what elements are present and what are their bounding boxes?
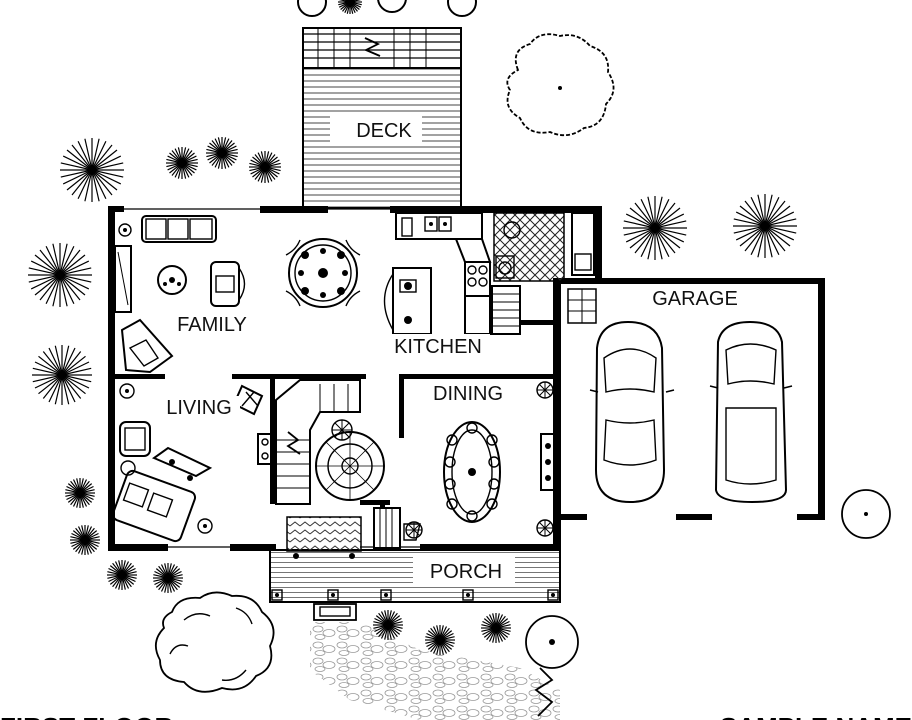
family-coffee-table [157,265,187,295]
shrub-icon [28,243,92,307]
shrub-icon [338,0,362,14]
shrub-icon [481,613,511,643]
entry-mat [286,516,362,559]
foyer-bench [373,507,421,549]
car-right [709,320,793,504]
shrub-icon [206,137,238,169]
deck: DECK [302,27,462,209]
shrub-icon [70,525,100,555]
deck-stairs [303,28,461,68]
kitchen-island [383,267,432,335]
room-label-family: FAMILY [177,314,247,336]
dining-buffet [540,433,556,491]
shrub-icon [60,138,124,202]
laundry-room [493,212,595,282]
room-label-living: LIVING [166,397,232,419]
stone-walkway [310,622,560,720]
porch: PORCH [269,549,561,621]
tree-bottom-left [154,591,275,693]
dining-table [443,421,501,523]
floor-caption: FIRST FLOOR [0,712,174,720]
room-label-deck: DECK [356,120,412,142]
tree-top-right [506,33,615,137]
shrub-icon [107,560,137,590]
sample-name-caption: SAMPLE NAME [720,712,912,720]
family-recliner [120,318,174,374]
car-left [589,320,675,504]
garage-entry-stairs [567,288,597,324]
family-fireplace [114,223,132,313]
shrub-icon [166,147,198,179]
shrub-icon [153,563,183,593]
shrub-icon [249,151,281,183]
porch-posts [271,589,559,601]
shrub-icon [623,196,687,260]
shrub-icon [373,610,403,640]
shrub-icon [32,345,92,405]
kitchen-counters [395,212,492,335]
exterior-walls [108,206,825,551]
shrub-icon [65,478,95,508]
foyer-plant [331,419,353,441]
breakfast-table [285,238,361,308]
room-label-kitchen: KITCHEN [394,336,482,358]
living-furniture [111,383,264,543]
family-sofa [141,215,217,243]
top-edge-plants [297,0,477,17]
dining-plants [405,381,554,539]
closet-shelves [257,433,273,465]
room-label-dining: DINING [433,383,503,405]
shrub-icon [425,625,455,655]
tree-small-right [841,489,891,539]
main-staircase [275,379,361,505]
foyer-rug [315,431,385,501]
shrub-icon [733,194,797,258]
family-armchair [210,261,246,307]
landscaping-shrubs [28,0,797,655]
room-label-porch: PORCH [430,561,502,583]
pantry-stairs [491,285,521,335]
room-label-garage: GARAGE [652,288,738,310]
tree-walkway [525,615,579,717]
